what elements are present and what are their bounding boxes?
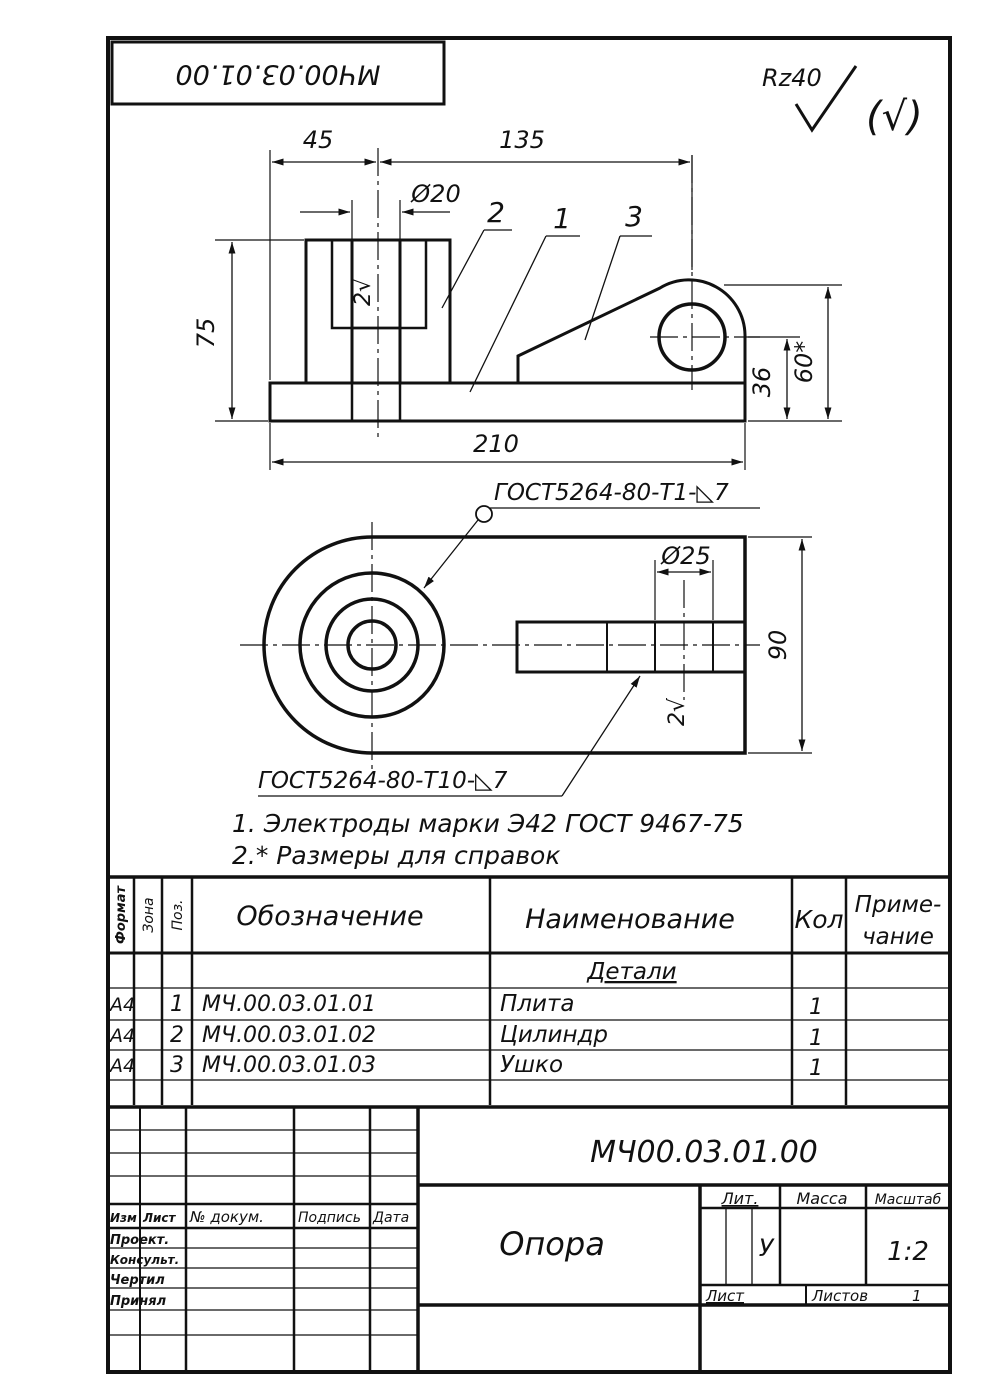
top-view: 2√ (240, 522, 760, 770)
scale-value: 1:2 (887, 1237, 929, 1267)
position-number-2: 2 (487, 196, 505, 229)
dim-phi20: Ø20 (410, 180, 460, 208)
spec-header-pos: Поз. (170, 900, 186, 931)
row-designation: МЧ.00.03.01.03 (202, 1053, 376, 1078)
dim-135: 135 (499, 126, 545, 154)
drawing-frame (106, 36, 952, 1374)
weld-label-bottom: ГОСТ5264-80-Т10-◺7 (258, 768, 508, 794)
dim-phi25: Ø25 (660, 542, 710, 570)
note-2: 2.* Размеры для справок (232, 841, 560, 870)
position-number-3: 3 (625, 200, 643, 233)
spec-header-designation: Обозначение (236, 901, 423, 932)
dim-36: 36 (748, 367, 776, 398)
spec-header-note-2: чание (862, 924, 934, 950)
row-name: Плита (500, 991, 574, 1017)
lit-value: У (759, 1234, 775, 1262)
rotated-stamp: МЧ00.03.01.00 (110, 40, 446, 106)
row-qty: 1 (809, 1026, 823, 1051)
lit-label: Лит. (721, 1189, 759, 1208)
row-pos: 3 (170, 1053, 184, 1078)
weld-label-top: ГОСТ5264-80-Т1-◺7 (494, 480, 729, 506)
row-format: А4 (108, 1025, 135, 1047)
scale-label: Масштаб (875, 1192, 942, 1208)
position-leaders: 2 1 3 (441, 196, 652, 393)
rotated-stamp-code: МЧ00.03.01.00 (176, 59, 381, 90)
dim-90: 90 (764, 630, 792, 661)
table-row: А4 2 МЧ.00.03.01.02 Цилиндр 1 (108, 1022, 823, 1051)
row-designation: МЧ.00.03.01.01 (202, 992, 376, 1017)
table-row: А4 1 МЧ.00.03.01.01 Плита 1 (108, 991, 823, 1020)
position-number-1: 1 (553, 202, 571, 235)
row-format: А4 (108, 994, 135, 1016)
col-label-doc: № докум. (189, 1208, 264, 1226)
dim-210: 210 (473, 430, 519, 458)
col-label-sign: Подпись (298, 1210, 361, 1226)
front-dimensions: 45 135 Ø20 75 210 36 60* (192, 126, 842, 470)
spec-header-qty: Кол (794, 905, 843, 934)
sheet-label: Лист (705, 1287, 745, 1305)
sheets-label: Листов (811, 1287, 868, 1305)
sheets-value: 1 (912, 1287, 922, 1305)
spec-header-format: Формат (114, 885, 129, 945)
col-label-date: Дата (372, 1210, 409, 1226)
roughness-general: Rz40 (√) (762, 64, 923, 140)
row-name: Цилиндр (500, 1022, 608, 1048)
table-row: А4 3 МЧ.00.03.01.03 Ушко 1 (108, 1052, 823, 1081)
row-format: А4 (108, 1055, 135, 1077)
role-approved: Принял (110, 1294, 167, 1309)
role-consult: Консульт. (110, 1253, 179, 1267)
local-roughness-top: 2√ (665, 697, 690, 726)
spec-header-note-1: Приме- (855, 892, 942, 918)
title-name: Опора (499, 1225, 605, 1263)
dim-45: 45 (303, 126, 334, 154)
spec-table: Формат Зона Поз. Обозначение Наименовани… (108, 875, 950, 1105)
note-1: 1. Электроды марки Э42 ГОСТ 9467-75 (232, 809, 744, 838)
col-label-list: Лист (142, 1211, 176, 1225)
weld-symbols: ГОСТ5264-80-Т1-◺7 ГОСТ5264-80-Т10-◺7 (258, 480, 760, 797)
row-qty: 1 (809, 995, 823, 1020)
spec-header-zone: Зона (141, 897, 157, 932)
top-dimensions: Ø25 90 (654, 536, 812, 754)
row-pos: 2 (170, 1023, 184, 1048)
row-qty: 1 (809, 1056, 823, 1081)
local-roughness-front: 2√ (351, 277, 376, 306)
dim-75: 75 (192, 318, 220, 349)
spec-header-name: Наименование (525, 904, 735, 935)
title-code: МЧ00.03.01.00 (590, 1135, 818, 1170)
front-view: 2√ (268, 148, 760, 440)
role-project: Проект. (110, 1233, 169, 1248)
row-designation: МЧ.00.03.01.02 (202, 1023, 376, 1048)
col-label-izm: Изм (110, 1211, 137, 1225)
role-drawn: Чертил (110, 1273, 165, 1288)
mass-label: Масса (796, 1189, 847, 1208)
row-pos: 1 (170, 992, 184, 1017)
title-block: Изм Лист № докум. Подпись Дата Проект. К… (108, 1105, 950, 1372)
roughness-check-icon: (√) (866, 94, 923, 140)
row-name: Ушко (500, 1052, 563, 1078)
dim-60: 60* (790, 341, 818, 384)
roughness-value: Rz40 (762, 64, 822, 92)
spec-section-title: Детали (586, 959, 676, 985)
notes: 1. Электроды марки Э42 ГОСТ 9467-75 2.* … (232, 809, 744, 870)
